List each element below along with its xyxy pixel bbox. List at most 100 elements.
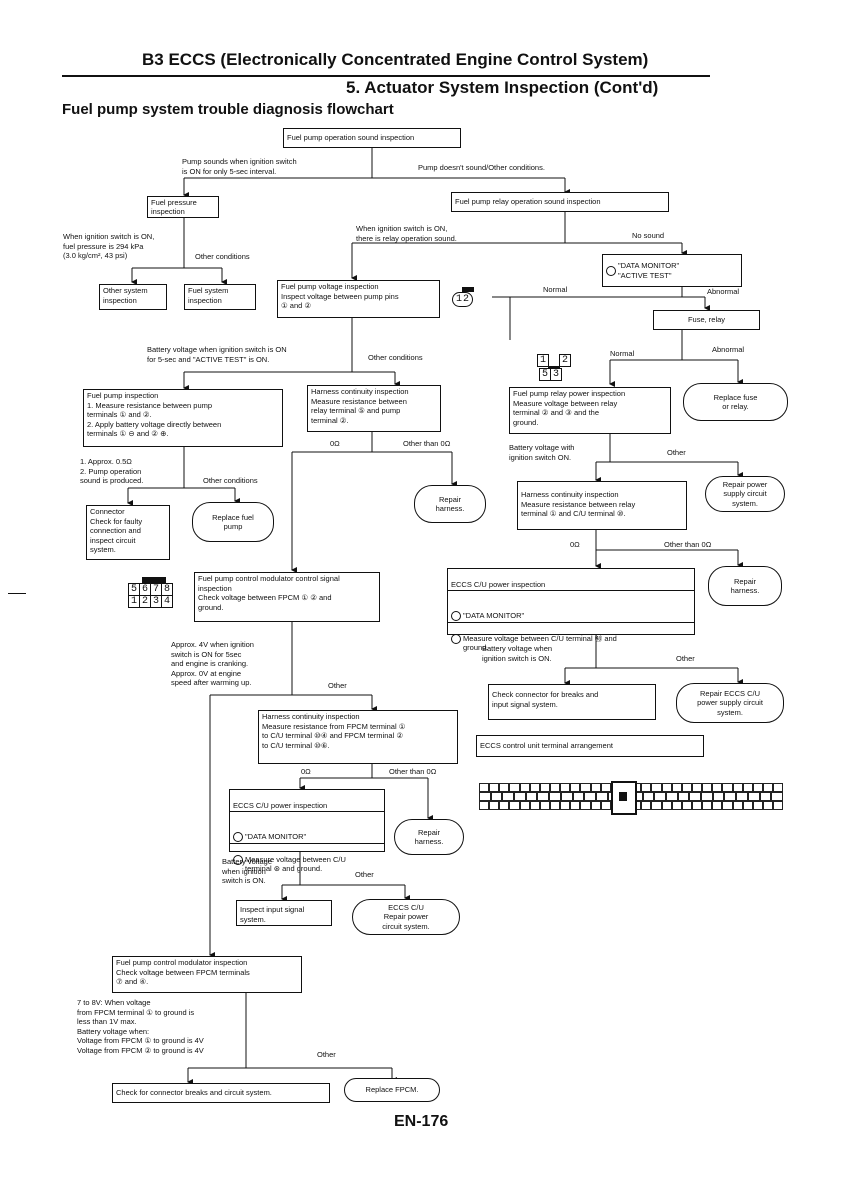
- ecu-terminal-cell: [722, 801, 733, 810]
- ecu-terminal-cell: [747, 792, 760, 801]
- ecu-terminal-cell: [773, 801, 784, 810]
- ecu-terminal-cell: [771, 792, 783, 801]
- harness-continuity-box-2: Harness continuity inspection Measure re…: [517, 481, 687, 530]
- other-than-zero-label-2: Other than 0Ω: [664, 540, 712, 549]
- other-than-zero-label-3: Other than 0Ω: [389, 767, 437, 776]
- data-monitor-text-1: "DATA MONITOR" "ACTIVE TEST": [618, 261, 680, 280]
- fpcm-pin-3: 3: [150, 595, 162, 608]
- ecu-terminal-cell: [752, 783, 763, 792]
- fpcm-signal-box: Fuel pump control modulator control sign…: [194, 572, 380, 622]
- relay-sound-box: Fuel pump relay operation sound inspecti…: [451, 192, 669, 212]
- zero-ohm-label-3: 0Ω: [301, 767, 311, 776]
- ecu-terminal-cell: [537, 792, 550, 801]
- battery-voltage-on-label: Battery voltage with ignition switch ON.: [509, 443, 575, 462]
- ecu-terminal-cell: [514, 792, 526, 801]
- approx-4v-label: Approx. 4V when ignition switch is ON fo…: [171, 640, 254, 687]
- ecu-terminal-cell: [677, 792, 690, 801]
- ecu-terminal-cell: [689, 792, 702, 801]
- ecu-terminal-row-middle: [479, 792, 783, 801]
- ecu-terminal-cell: [681, 801, 692, 810]
- ecu-terminal-cell: [600, 783, 611, 792]
- ecu-terminal-cell: [489, 801, 500, 810]
- ecu-terminal-cell: [499, 783, 510, 792]
- ecu-terminal-cell: [691, 801, 703, 810]
- ecu-terminal-cell: [702, 801, 713, 810]
- probe-icon: [233, 854, 243, 865]
- page-number: EN-176: [394, 1113, 449, 1130]
- ecu-terminal-cell: [736, 792, 748, 801]
- other-conditions-label-1: Other conditions: [195, 252, 250, 261]
- ecu-connector-key-icon: [611, 781, 637, 815]
- fpcm-connector-diagram: 5 6 7 8 1 2 3 4: [128, 577, 173, 608]
- other-label-3: Other: [676, 654, 695, 663]
- fuel-pressure-box: Fuel pressure inspection: [147, 196, 219, 218]
- ecu-terminal-cell: [479, 783, 490, 792]
- repair-ecu-power-box: Repair ECCS C/U power supply circuit sys…: [676, 683, 784, 723]
- ecu-terminal-cell: [489, 783, 500, 792]
- ecu-terminal-cell: [570, 783, 581, 792]
- fpcm-pin-2: 2: [139, 595, 151, 608]
- ignition-pressure-label: When ignition switch is ON, fuel pressur…: [63, 232, 155, 260]
- ecu-terminal-cell: [572, 792, 585, 801]
- ecu-terminal-cell: [549, 792, 561, 801]
- ecu-terminal-cell: [519, 783, 530, 792]
- ecu-terminal-cell: [584, 792, 596, 801]
- fpcm-voltage-spec-label: 7 to 8V: When voltage from FPCM terminal…: [77, 998, 204, 1055]
- battery-voltage-5s-label: Battery voltage when ignition switch is …: [147, 345, 287, 364]
- probe-icon: [451, 633, 461, 644]
- ecu-terminal-cell: [502, 792, 515, 801]
- ecu-terminal-cell: [724, 792, 737, 801]
- fuel-system-box: Fuel system inspection: [184, 284, 256, 310]
- relay-pin-3: 3: [550, 367, 562, 381]
- ecu-power-box-1: ECCS C/U power inspection "DATA MONITOR"…: [447, 568, 695, 652]
- ecu-terminal-cell: [712, 783, 723, 792]
- ecu-terminal-cell: [773, 783, 784, 792]
- flowchart-title: Fuel pump system trouble diagnosis flowc…: [62, 101, 394, 118]
- ecu-terminal-cell: [509, 801, 520, 810]
- repair-harness-box-3: Repair harness.: [394, 819, 464, 855]
- ecu-terminal-cell: [600, 801, 611, 810]
- ecu-power-meas-1: Measure voltage between C/U terminal ㊽ a…: [463, 633, 617, 653]
- relay-connector-diagram: 1 2 5 3: [537, 354, 571, 381]
- pump-no-sound-label: Pump doesn't sound/Other conditions.: [418, 163, 545, 172]
- other-conditions-label-2: Other conditions: [368, 353, 423, 362]
- harness-continuity-box-1: Harness continuity inspection Measure re…: [307, 385, 441, 432]
- normal-label-2: Normal: [610, 349, 635, 358]
- ecu-terminal-cell: [479, 792, 491, 801]
- ecu-repair-box: ECCS C/U Repair power circuit system.: [352, 899, 460, 935]
- fpcm-pin-7: 7: [150, 583, 162, 596]
- ecu-power-dm-row-2: "DATA MONITOR": [230, 822, 384, 845]
- repair-power-box-1: Repair power supply circuit system.: [705, 476, 785, 512]
- ecu-power-title-2: ECCS C/U power inspection: [230, 800, 384, 812]
- ecu-terminal-cell: [742, 801, 753, 810]
- ecu-terminal-cell: [560, 801, 571, 810]
- repair-harness-box-1: Repair harness.: [414, 485, 486, 523]
- fpcm-terminals-box: Fuel pump control modulator inspection C…: [112, 956, 302, 993]
- ecu-terminal-cell: [712, 801, 723, 810]
- other-label-1: Other: [667, 448, 686, 457]
- ecu-terminal-cell: [529, 783, 540, 792]
- section-title: 5. Actuator System Inspection (Cont'd): [346, 78, 659, 97]
- fpcm-pin-8: 8: [161, 583, 173, 596]
- ecu-terminal-cell: [549, 783, 561, 792]
- ecu-power-dm-2: "DATA MONITOR": [245, 832, 307, 841]
- abnormal-label-2: Abnormal: [712, 345, 745, 354]
- check-connector-box-1: Check connector for breaks and input sig…: [488, 684, 656, 720]
- pump-pin-1: 1: [456, 294, 463, 305]
- other-label-2: Other: [328, 681, 347, 690]
- battery-voltage-when-label-1: Battery voltage when ignition switch is …: [482, 644, 553, 663]
- ecu-power-dm-1: "DATA MONITOR": [463, 611, 525, 620]
- ecu-power-meas-2: Measure voltage between C/U terminal ⊛ a…: [245, 854, 346, 874]
- ecu-terminal-cell: [712, 792, 725, 801]
- ecu-terminal-cell: [661, 801, 672, 810]
- replace-fuse-box: Replace fuse or relay.: [683, 383, 788, 421]
- ecu-terminal-cell: [762, 801, 774, 810]
- ecu-terminal-cell: [549, 801, 561, 810]
- pump-pin-2: 2: [463, 294, 470, 305]
- ecu-terminal-cell: [681, 783, 692, 792]
- ecu-terminal-cell: [732, 801, 743, 810]
- ecu-power-meas-row-1: Measure voltage between C/U terminal ㊽ a…: [448, 633, 694, 654]
- ecu-power-title-1: ECCS C/U power inspection: [448, 579, 694, 591]
- ecu-terminal-cell: [651, 801, 662, 810]
